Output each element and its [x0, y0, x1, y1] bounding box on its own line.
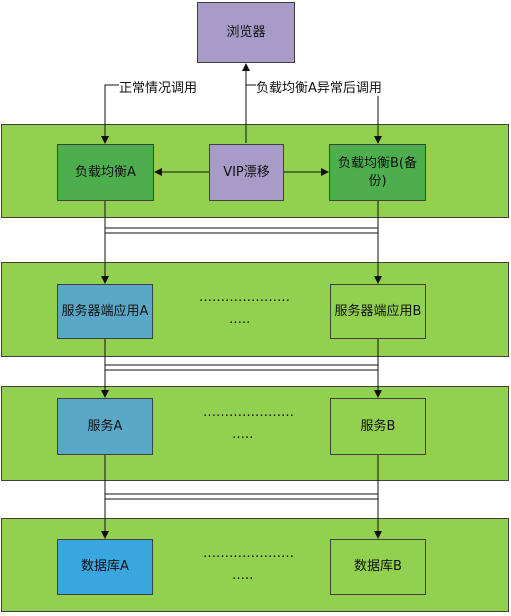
app-ellipsis-row1: …………………: [199, 290, 290, 305]
load-balancer-b-label: 负载均衡B(备份): [338, 155, 417, 189]
service-ellipsis-row1: …………………: [203, 405, 294, 420]
service-b-label: 服务B: [360, 418, 396, 434]
server-app-a: 服务器端应用A: [57, 284, 153, 339]
load-balancer-b: 负载均衡B(备份): [329, 144, 426, 201]
service-b: 服务B: [330, 398, 426, 455]
server-app-b-label: 服务器端应用B: [334, 303, 422, 319]
vip-label: VIP漂移: [223, 164, 270, 180]
database-b: 数据库B: [330, 539, 426, 595]
app-ellipsis-row2: …..: [229, 312, 251, 327]
service-a: 服务A: [57, 398, 153, 455]
database-b-label: 数据库B: [354, 559, 402, 575]
server-app-a-label: 服务器端应用A: [61, 303, 149, 319]
load-balancer-a: 负载均衡A: [57, 144, 154, 201]
service-ellipsis-row2: …..: [232, 427, 254, 442]
service-a-label: 服务A: [87, 418, 123, 434]
database-a-label: 数据库A: [81, 559, 129, 575]
db-ellipsis-row2: …..: [232, 568, 254, 583]
db-ellipsis-row1: …………………: [203, 546, 294, 561]
database-a: 数据库A: [57, 539, 153, 595]
server-app-b: 服务器端应用B: [330, 284, 426, 339]
normal-call-label: 正常情况调用: [119, 77, 198, 96]
vip-node: VIP漂移: [209, 144, 284, 201]
browser-label: 浏览器: [226, 24, 266, 40]
failover-call-label: 负载均衡A异常后调用: [256, 77, 382, 96]
browser-node: 浏览器: [197, 2, 295, 63]
load-balancer-a-label: 负载均衡A: [75, 164, 136, 180]
